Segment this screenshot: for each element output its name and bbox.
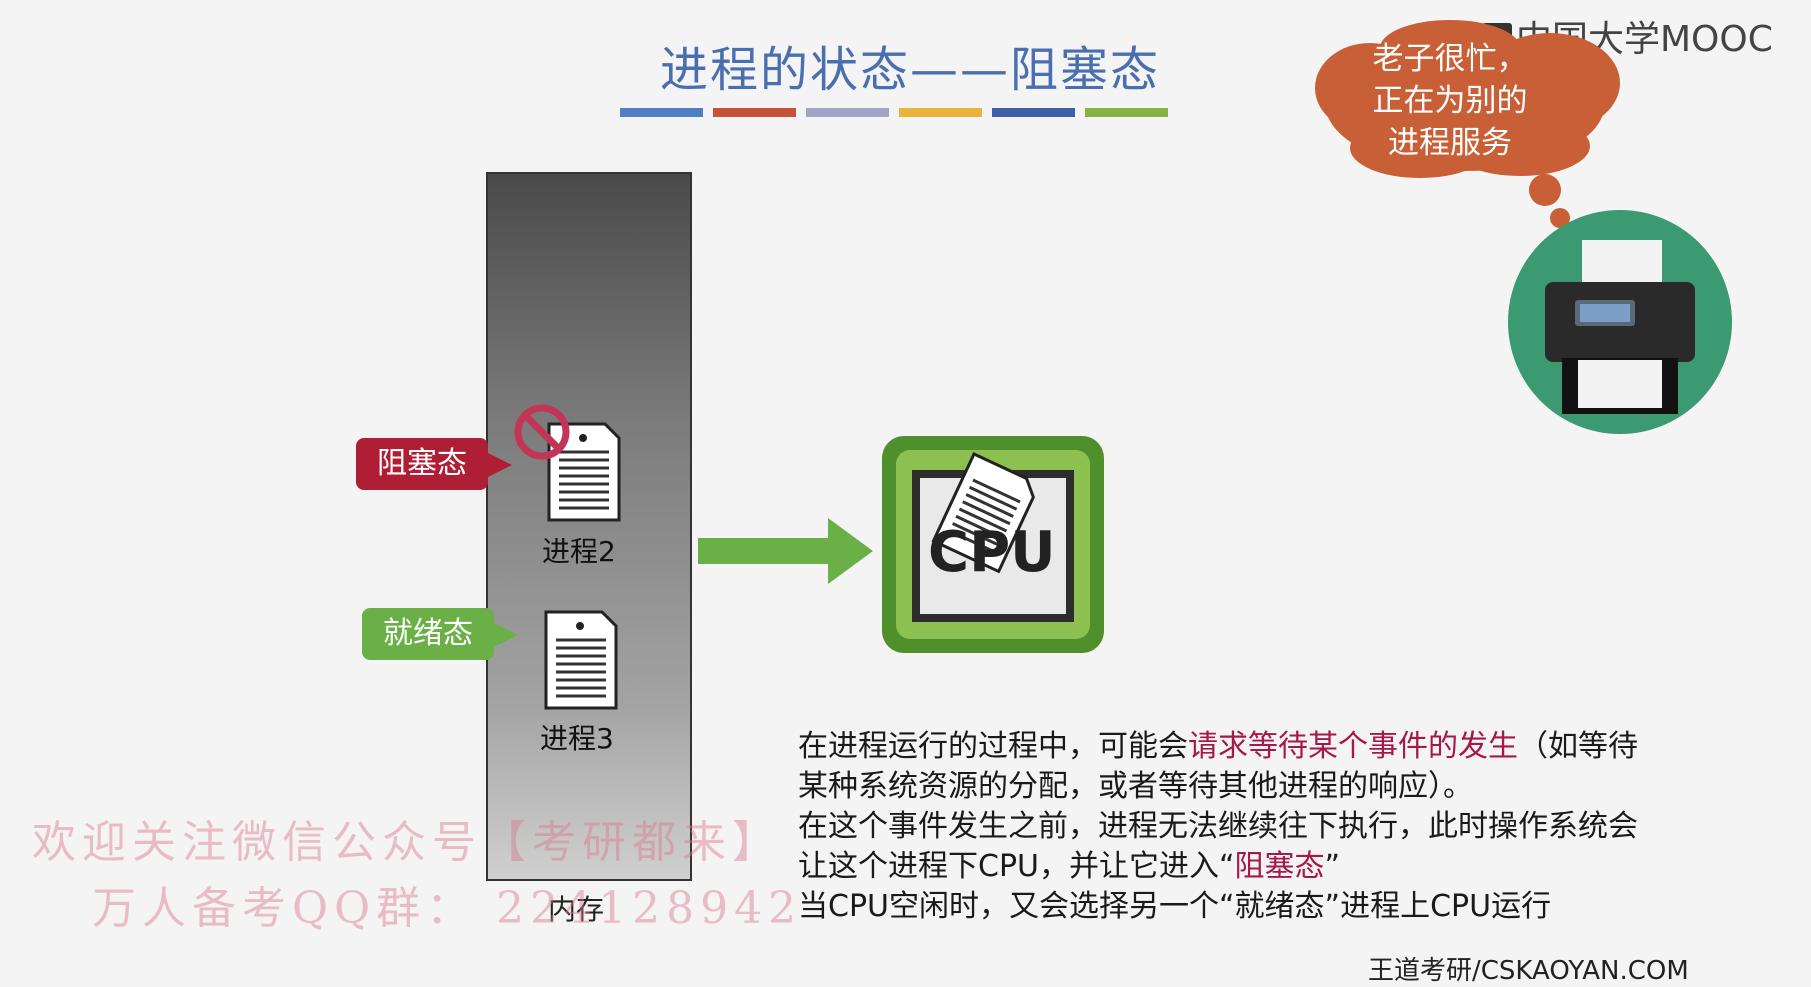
process-3-document-icon [544,610,618,710]
brand-footer: 王道考研/CSKAOYAN.COM [1368,956,1689,986]
cloud-line: 进程服务 [1388,125,1512,161]
text-segment: （如等待 [1518,729,1638,764]
process-2-document-icon [547,422,621,522]
watermark-line-1: 欢迎关注微信公众号【考研都来】 [32,817,782,868]
description-line-3: 在这个事件发生之前，进程无法继续往下执行，此时操作系统会 [798,809,1638,844]
right-arrow-icon [698,518,873,584]
memory-label: 内存 [548,893,605,926]
watermark-line-2: 万人备考QQ群： 224128942 [92,883,803,934]
ready-tag-pointer [492,622,518,648]
blocked-tag-pointer [486,452,512,478]
title-bar-segment [992,108,1075,117]
title-bar-segment [713,108,796,117]
cloud-line: 老子很忙， [1372,41,1528,77]
description-text: 在进程运行的过程中，可能会请求等待某个事件的发生（如等待 某种系统资源的分配，或… [798,727,1798,927]
cpu-chip-icon [882,436,1104,653]
text-segment: ” [1324,849,1341,884]
title-bar-segment [806,108,889,117]
title-bar-segment [1085,108,1168,117]
title-bar-segment [899,108,982,117]
description-line-4: 让这个进程下CPU，并让它进入“阻塞态” [798,847,1798,887]
text-segment: 在进程运行的过程中，可能会 [798,729,1188,764]
text-segment: 让这个进程下CPU，并让它进入“ [798,849,1235,884]
memory-column [486,172,692,881]
thought-cloud [1315,20,1620,228]
slide-title: 进程的状态——阻塞态 [659,42,1160,98]
highlight-text: 请求等待某个事件的发生 [1188,729,1518,764]
cloud-line: 正在为别的 [1372,83,1528,119]
process-3-label: 进程3 [540,722,614,755]
cpu-label: CPU [928,520,1056,585]
description-line-5: 当CPU空闲时，又会选择另一个“就绪态”进程上CPU运行 [798,889,1552,924]
process-2-label: 进程2 [542,535,616,568]
printer-icon [1508,210,1732,434]
description-line-1: 在进程运行的过程中，可能会请求等待某个事件的发生（如等待 [798,727,1798,767]
blocked-state-tag: 阻塞态 [356,438,488,490]
blocked-prohibited-icon [514,404,570,460]
title-bar-segment [620,108,703,117]
ready-state-tag: 就绪态 [362,608,494,660]
highlight-text: 阻塞态 [1234,849,1325,884]
description-line-2: 某种系统资源的分配，或者等待其他进程的响应）。 [798,769,1473,804]
cloud-text: 老子很忙， 正在为别的 进程服务 [1340,38,1560,164]
title-underline-bar [620,108,1168,117]
